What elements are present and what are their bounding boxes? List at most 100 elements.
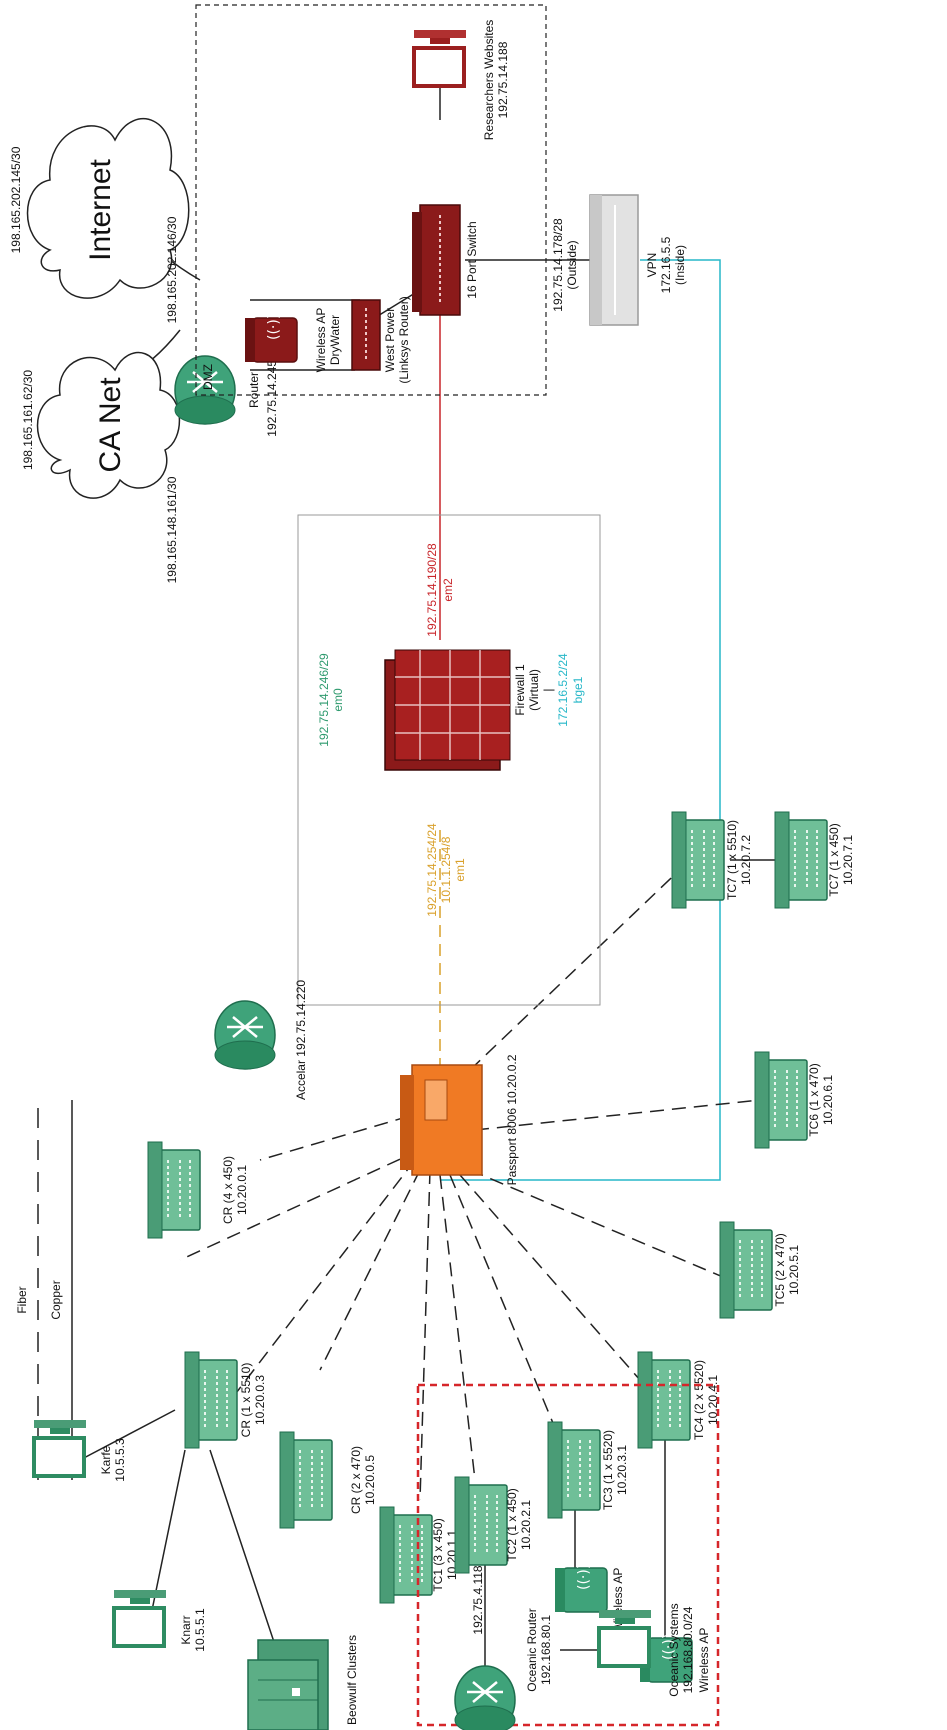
firewall-label: Firewall 1 [513, 664, 527, 716]
switch-ip: 10.20.6.1 [821, 1075, 835, 1125]
switch-tc6: TC6 (1 x 470) 10.20.6.1 [754, 1051, 835, 1149]
west-power-label: West Power [383, 308, 397, 372]
ca-net-ip: 198.165.161.62/30 [21, 370, 35, 470]
em1-label: em1 [453, 858, 467, 882]
switch-ip: 10.20.5.1 [787, 1245, 801, 1295]
switch-cr-4x450: CR (4 x 450) 10.20.0.1 [147, 1141, 249, 1239]
vpn-label: VPN [645, 253, 659, 278]
cloud-internet: Internet 198.165.202.145/30 [9, 118, 190, 299]
dmz-16-port-switch: 16 Port Switch [412, 204, 479, 316]
ca-net-label: CA Net [94, 377, 127, 473]
dmz-wireless-ap: Wireless AP DryWater [244, 308, 342, 373]
passport-8006: Passport 8006 10.20.0.2 [400, 1054, 519, 1185]
em1-ip-1: 192.75.14.254/24 [425, 823, 439, 917]
accelar-label: Accelar 192.75.14.220 [294, 980, 308, 1100]
oceanic-systems-label: Oceanic Systems [667, 1603, 681, 1696]
em0-ip: 192.75.14.246/29 [317, 653, 331, 747]
switch-tc7-5510: TC7 (1 x 5510) 10.20.7.2 [671, 811, 753, 909]
switch-tc2: TC2 (1 x 450) 10.20.2.1 [454, 1476, 533, 1574]
wireless-ap-tc3: Wireless AP [554, 1562, 625, 1632]
vpn-outside-ip: 192.75.14.178/28 [551, 218, 565, 312]
switch-label: TC2 (1 x 450) [505, 1488, 519, 1561]
switch-ip: 10.20.3.1 [615, 1445, 629, 1495]
switch-label: CR (4 x 450) [221, 1156, 235, 1224]
oceanic-router-ip: 192.168.80.1 [539, 1615, 553, 1685]
oceanic-box [416, 1383, 720, 1727]
em2-ip: 192.75.14.190/28 [425, 543, 439, 637]
em0-label: em0 [331, 688, 345, 712]
router-ip: 192.75.14.245/30 [265, 343, 279, 437]
router-ca-link-ip: 198.165.148.161/30 [165, 476, 179, 583]
router: 198.165.148.161/30 198.165.202.146/30 Ro… [165, 216, 279, 583]
switch-label: TC3 (1 x 5520) [601, 1430, 615, 1510]
switch-ip: 10.20.7.1 [841, 835, 855, 885]
beowulf-clusters: Beowulf Clusters [247, 1635, 359, 1730]
svg-text:|: | [541, 688, 555, 691]
cloud-ca-net: CA Net 198.165.161.62/30 [21, 351, 181, 499]
switch-cr-1x5510: CR (1 x 5510) 10.20.0.3 [184, 1351, 267, 1449]
host-karfe: Karfe 10.5.5.3 [32, 1418, 127, 1482]
internet-label: Internet [84, 158, 117, 260]
bge1-label: bge1 [571, 676, 585, 703]
switch-ip: 10.20.4.1 [706, 1375, 720, 1425]
switch-label: TC7 (1 x 5510) [725, 820, 739, 900]
dmz-wap-sub: DryWater [328, 315, 342, 365]
knarr-label: Knarr [179, 1615, 193, 1644]
em2-label: em2 [441, 578, 455, 602]
passport-label: Passport 8006 10.20.0.2 [505, 1054, 519, 1185]
switch-ip: 10.20.7.2 [739, 835, 753, 885]
switch-ip: 10.20.0.1 [235, 1165, 249, 1215]
switch-label: CR (1 x 5510) [239, 1363, 253, 1438]
firewall-box [297, 514, 601, 1006]
switch-tc4: TC4 (2 x 5520) 10.20.4.1 [637, 1351, 720, 1449]
switch-ip: 10.20.2.1 [519, 1500, 533, 1550]
researchers-ip: 192.75.14.188 [496, 41, 510, 118]
vpn-outside-label: (Outside) [565, 240, 579, 289]
firewall-sub-label: (Virtual) [527, 669, 541, 711]
beowulf-label: Beowulf Clusters [345, 1635, 359, 1725]
switch-tc3: TC3 (1 x 5520) 10.20.3.1 [547, 1421, 629, 1519]
bge1-link [640, 259, 721, 1181]
oceanic-systems-ip: 192.168.80.0/24 [681, 1606, 695, 1693]
researchers-websites: Researchers Websites 192.75.14.188 [412, 20, 510, 141]
switch-tc5: TC5 (2 x 470) 10.20.5.1 [719, 1221, 801, 1319]
west-power-sub: (Linksys Router) [397, 296, 411, 383]
switch-label: TC1 (3 x 450) [431, 1518, 445, 1591]
oceanic-router-label: Oceanic Router [525, 1608, 539, 1691]
legend-copper-label: Copper [49, 1280, 63, 1319]
dmz-box [195, 4, 547, 396]
karfe-ip: 10.5.5.3 [113, 1438, 127, 1482]
firewall: Firewall 1 (Virtual) | 172.16.5.2/24 bge… [317, 543, 585, 917]
bge1-ip: 172.16.5.2/24 [556, 653, 570, 727]
dmz-wap-label: Wireless AP [314, 308, 328, 373]
vpn-inside-label: (Inside) [673, 245, 687, 285]
legend-fiber-label: Fiber [15, 1286, 29, 1313]
researchers-label: Researchers Websites [482, 20, 496, 141]
wireless-ap-tc4: Wireless AP [639, 1628, 711, 1692]
knarr-ip: 10.5.5.1 [193, 1608, 207, 1652]
accelar-router: Accelar 192.75.14.220 [213, 980, 308, 1100]
switch-ip: 10.20.0.5 [363, 1455, 377, 1505]
router-label: Router [247, 372, 261, 408]
switch-label: TC5 (2 x 470) [773, 1233, 787, 1306]
router-internet-link-ip: 198.165.202.146/30 [165, 216, 179, 323]
west-power-router: West Power (Linksys Router) [351, 296, 411, 384]
em1-ip-2: 10.1.1.254/8 [439, 836, 453, 903]
vpn-server: 192.75.14.178/28 (Outside) VPN 172.16.5.… [551, 194, 687, 326]
karfe-label: Karfe [99, 1445, 113, 1474]
switch-label: CR (2 x 470) [349, 1446, 363, 1514]
switch-tc7-450: TC7 (1 x 450) 10.20.7.1 [774, 811, 855, 909]
switch-label: TC7 (1 x 450) [827, 823, 841, 896]
legend: Fiber Copper [15, 1100, 73, 1480]
vpn-inside-ip: 172.16.5.5 [659, 236, 673, 293]
tc2-oceanic-link-ip: 192.75.4.118 [471, 1565, 485, 1635]
oceanic-systems: Oceanic Systems 192.168.80.0/24 [597, 1603, 695, 1697]
switch-tc1: TC1 (3 x 450) 10.20.1.1 [379, 1506, 459, 1604]
switch-cr-2x470: CR (2 x 470) 10.20.0.5 [279, 1431, 377, 1529]
switch-label: TC6 (1 x 470) [807, 1063, 821, 1136]
internet-ip: 198.165.202.145/30 [9, 146, 23, 253]
oceanic-router: Oceanic Router 192.168.80.1 [453, 1608, 553, 1730]
dmz-title: DMZ [201, 364, 215, 390]
switch-label: TC4 (2 x 5520) [692, 1360, 706, 1440]
